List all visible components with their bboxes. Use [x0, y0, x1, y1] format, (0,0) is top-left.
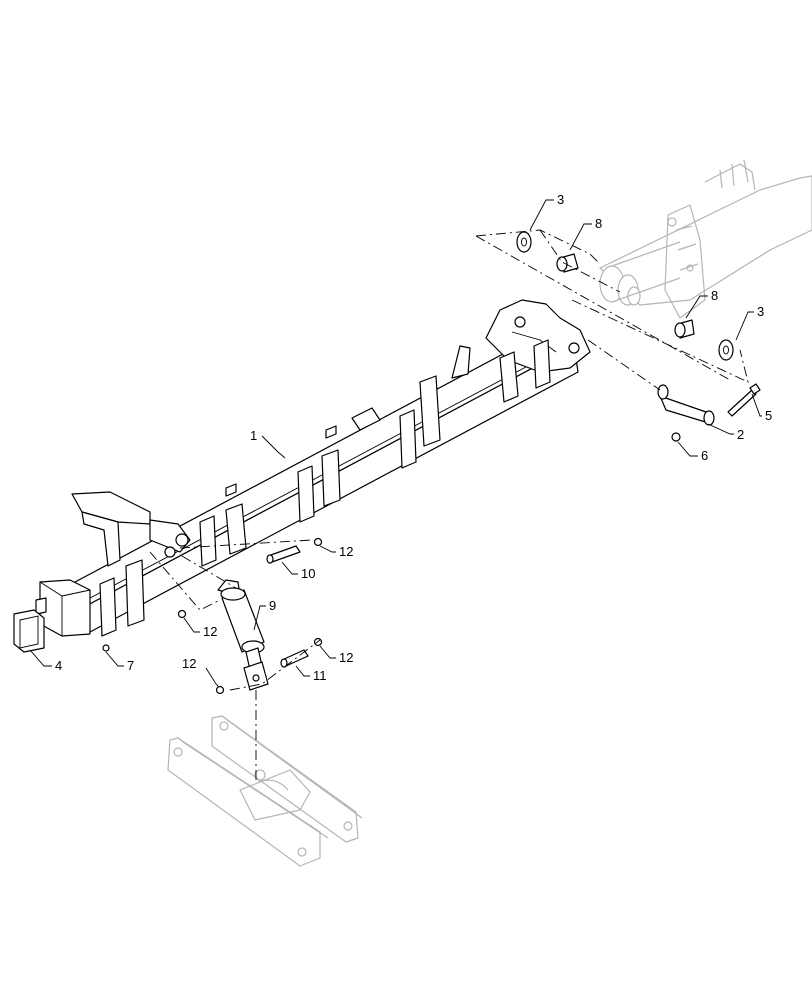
callout-2: 2	[737, 427, 744, 442]
part-12-clip-d	[215, 685, 225, 695]
part-4-plate	[13, 609, 45, 653]
callout-4: 4	[55, 658, 62, 673]
callout-12-c: 12	[339, 650, 353, 665]
callout-12-d: 12	[182, 656, 196, 671]
part-2-pin	[657, 384, 715, 426]
part-10-pin	[266, 545, 301, 564]
callout-12-b: 12	[203, 624, 217, 639]
part-12-clip-b	[177, 609, 187, 619]
part-8-bushing-upper	[556, 253, 579, 273]
part-7-bolt	[102, 644, 110, 652]
callout-7: 7	[127, 658, 134, 673]
callout-3-lower: 3	[757, 304, 764, 319]
part-5-bolt	[727, 383, 761, 417]
callout-8-upper: 8	[595, 216, 602, 231]
callout-8-lower: 8	[711, 288, 718, 303]
part-3-washer-upper	[516, 231, 532, 253]
callout-9: 9	[269, 598, 276, 613]
part-8-bushing-lower	[674, 319, 695, 339]
part-3-washer-lower	[718, 339, 734, 361]
ghost-lower-frame	[167, 715, 363, 867]
callout-12-a: 12	[339, 544, 353, 559]
callout-leaders	[29, 199, 762, 687]
assembly-lines	[149, 229, 749, 780]
callout-3-upper: 3	[557, 192, 564, 207]
part-9-cylinder	[217, 579, 269, 691]
callout-labels: 1 2 3 3 4 5 6 7 8 8 9 10 11 12 12 12 12	[55, 192, 772, 683]
callout-10: 10	[301, 566, 315, 581]
callout-1: 1	[250, 428, 257, 443]
callout-6: 6	[701, 448, 708, 463]
ghost-hitch-assembly	[599, 159, 812, 319]
part-12-clip-a	[313, 537, 323, 547]
part-6-nut	[671, 432, 681, 442]
callout-11: 11	[313, 668, 327, 683]
callout-5: 5	[765, 408, 772, 423]
main-frame-beam	[35, 299, 591, 637]
